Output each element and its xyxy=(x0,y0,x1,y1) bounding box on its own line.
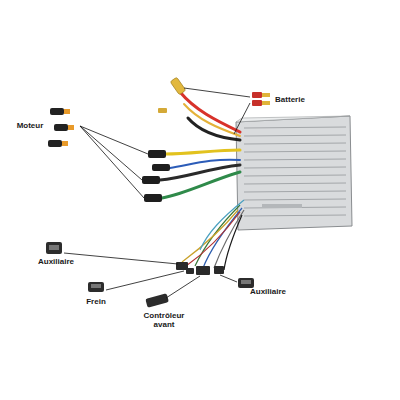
battery-wires xyxy=(180,92,240,140)
controller-housing xyxy=(236,116,352,230)
part-label: Moteur xyxy=(17,121,44,130)
fin-line xyxy=(244,183,346,184)
signal-plugs xyxy=(176,262,224,275)
signal-connector-icons xyxy=(46,242,254,308)
housing-fins xyxy=(244,127,346,216)
fin-line xyxy=(244,143,346,144)
fin-line xyxy=(244,215,346,216)
part-label: Auxiliaire xyxy=(250,287,286,296)
leader-lines xyxy=(64,88,250,298)
fin-line xyxy=(244,175,346,176)
motor-wires xyxy=(160,150,240,198)
motor-plugs xyxy=(142,150,170,202)
part-label: Batterie xyxy=(275,95,305,104)
battery-bullet xyxy=(170,77,186,95)
signal-bundle xyxy=(182,200,244,270)
housing-plate xyxy=(262,204,302,208)
fin-line xyxy=(244,167,346,168)
fin-line xyxy=(244,191,346,192)
battery-plug xyxy=(158,108,167,113)
fin-line xyxy=(244,199,346,200)
fin-line xyxy=(244,127,346,128)
fin-line xyxy=(244,151,346,152)
fin-line xyxy=(244,135,346,136)
part-label: Contrôleur avant xyxy=(142,311,186,329)
part-label: Auxiliaire xyxy=(38,257,74,266)
part-label: Frein xyxy=(86,297,106,306)
battery-connector-icons xyxy=(252,92,270,106)
fin-line xyxy=(244,159,346,160)
motor-connector-icons xyxy=(48,108,74,147)
